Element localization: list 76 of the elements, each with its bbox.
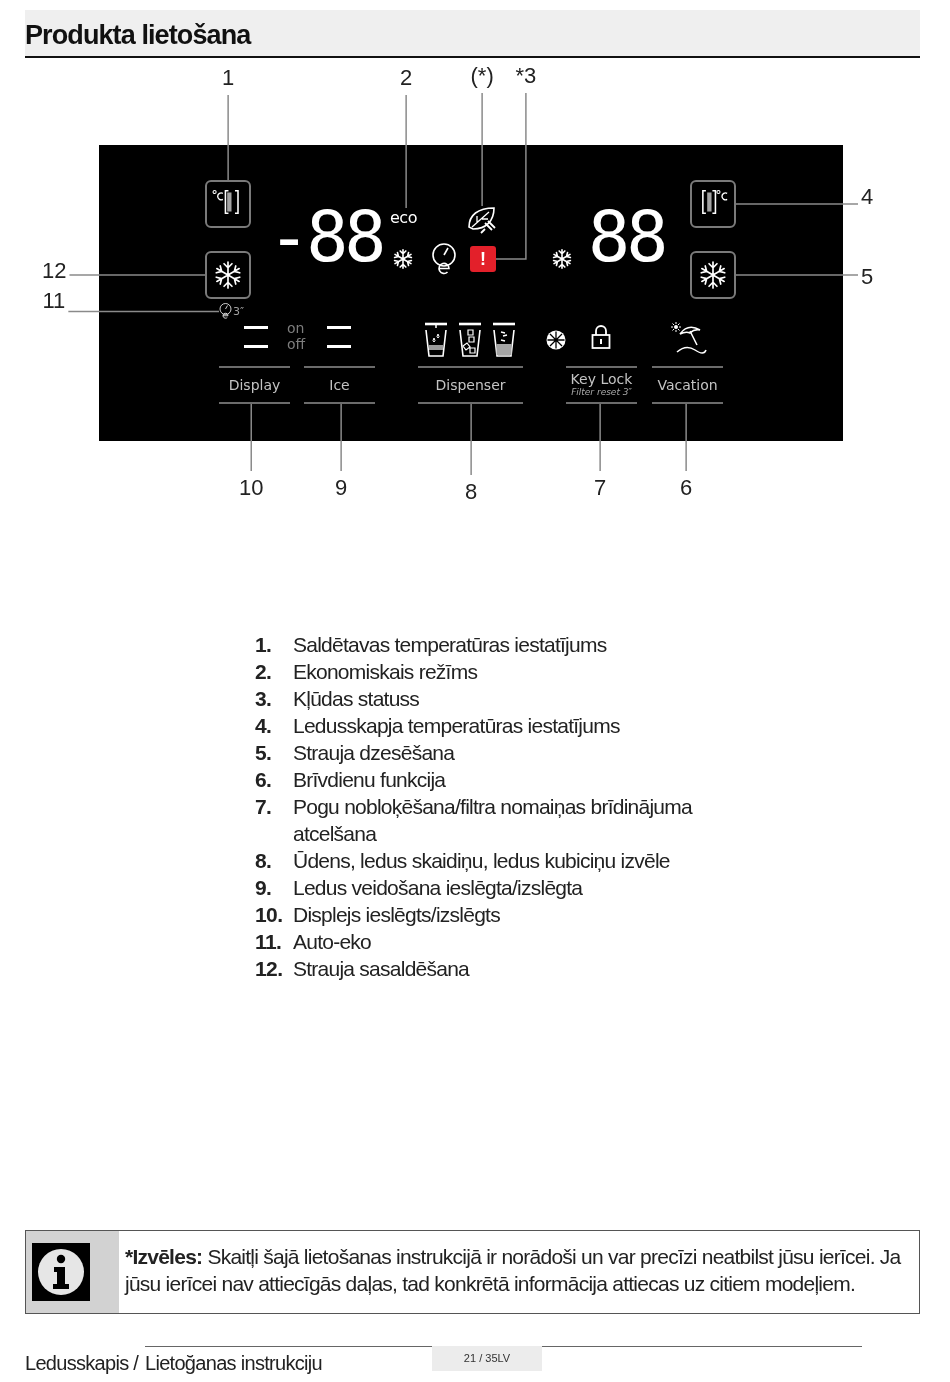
alert-indicator: !: [470, 246, 496, 272]
key-lock-button: [566, 366, 637, 404]
display-button: Display: [219, 366, 290, 404]
list-number: 5.: [255, 740, 273, 766]
list-text: Brīvdienu funkcija: [293, 767, 446, 793]
callout-number: 7: [594, 474, 607, 502]
leader-line: [227, 94, 229, 181]
leader-line: [67, 310, 220, 313]
list-number: 2.: [255, 659, 273, 685]
snowflake-button: [205, 251, 251, 299]
list-text: Ledusskapja temperatūras iestatījums: [293, 713, 620, 739]
button-label: Key Lock: [570, 372, 633, 387]
callout-number: 8: [465, 478, 478, 506]
list-text: Displejs ieslēgts/izslēgts: [293, 902, 500, 928]
timer-label: 3″: [233, 304, 245, 319]
leader-line: [735, 203, 859, 205]
page-title: Produkta lietošana: [25, 19, 251, 51]
leader-line: [685, 403, 687, 472]
state-label: on: [287, 320, 305, 336]
list-number: 3.: [255, 686, 273, 712]
list-text: Strauja sasaldēšana: [293, 956, 470, 982]
callout-number: 4: [861, 183, 874, 211]
list-number: 4.: [255, 713, 273, 739]
snowflake-button: [690, 251, 736, 299]
callout-number: 11: [42, 287, 66, 315]
list-number: 1.: [255, 632, 273, 658]
button-sublabel: Filter reset 3″: [571, 387, 632, 398]
list-number: 10.: [255, 902, 284, 928]
leaf-icon: [467, 206, 497, 234]
callout-number: 2: [400, 64, 413, 92]
leader-line: [405, 94, 407, 209]
callout-number: 6: [680, 474, 693, 502]
list-text: Ledus veidošana ieslēgta/izslēgta: [293, 875, 583, 901]
note-box: [25, 1230, 920, 1314]
list-number: 8.: [255, 848, 273, 874]
list-number: 6.: [255, 767, 273, 793]
list-number: 11.: [255, 929, 283, 955]
leader-line: [599, 403, 601, 472]
callout-number: *3: [515, 62, 537, 90]
dispenser-button: Dispenser: [418, 366, 523, 404]
ice-button: Ice: [304, 366, 375, 404]
temperature-button: [205, 180, 251, 228]
callout-number: 10: [239, 474, 264, 502]
state-label: off: [287, 336, 306, 352]
list-number: 12.: [255, 956, 284, 982]
leader-line: [68, 274, 206, 276]
callout-number: 5: [861, 263, 874, 291]
callout-number: 1: [222, 64, 235, 92]
footer-text: Lietoğanas instrukciju: [145, 1351, 322, 1376]
page-number: 21 / 35LV: [432, 1346, 542, 1371]
control-panel: [99, 145, 843, 441]
list-number: 9.: [255, 875, 273, 901]
list-text: Kļūdas statuss: [293, 686, 420, 712]
list-text: Ekonomiskais režīms: [293, 659, 478, 685]
callout-number: 9: [335, 474, 348, 502]
list-text: Saldētavas temperatūras iestatījums: [293, 632, 607, 658]
temperature-digits: -88: [268, 206, 383, 268]
callout-number: (*): [470, 62, 494, 90]
leader-line: [481, 92, 483, 207]
temperature-digits: 88: [588, 206, 665, 268]
list-text: Auto-eko: [293, 929, 372, 955]
list-number: 7.: [255, 794, 273, 820]
list-text: Pogu nobloķēšana/filtra nomaiņas brīdinājuma atcelšana: [293, 794, 694, 847]
temperature-button: [690, 180, 736, 228]
callout-number: 12: [42, 257, 67, 285]
vacation-button: Vacation: [652, 366, 723, 404]
leader-line: [495, 92, 527, 260]
eco-indicator: eco: [390, 208, 417, 228]
footer-text: Ledusskapis /: [25, 1351, 139, 1376]
leader-line: [470, 403, 472, 476]
note-text: *Izvēles: Skaitļi šajā lietošanas instrukcijā ir norādoši un var precīzi neatbilst jūsu ierīcei. Ja jūsu ierīcei nav attiecīgās daļas, tad konkrētā informācija attiecas uz citiem modeļiem.: [125, 1244, 902, 1297]
list-text: Strauja dzesēšana: [293, 740, 455, 766]
leader-line: [735, 274, 859, 276]
leader-line: [340, 403, 342, 472]
list-text: Ūdens, ledus skaidiņu, ledus kubiciņu izvēle: [293, 848, 670, 874]
leader-line: [250, 403, 252, 472]
